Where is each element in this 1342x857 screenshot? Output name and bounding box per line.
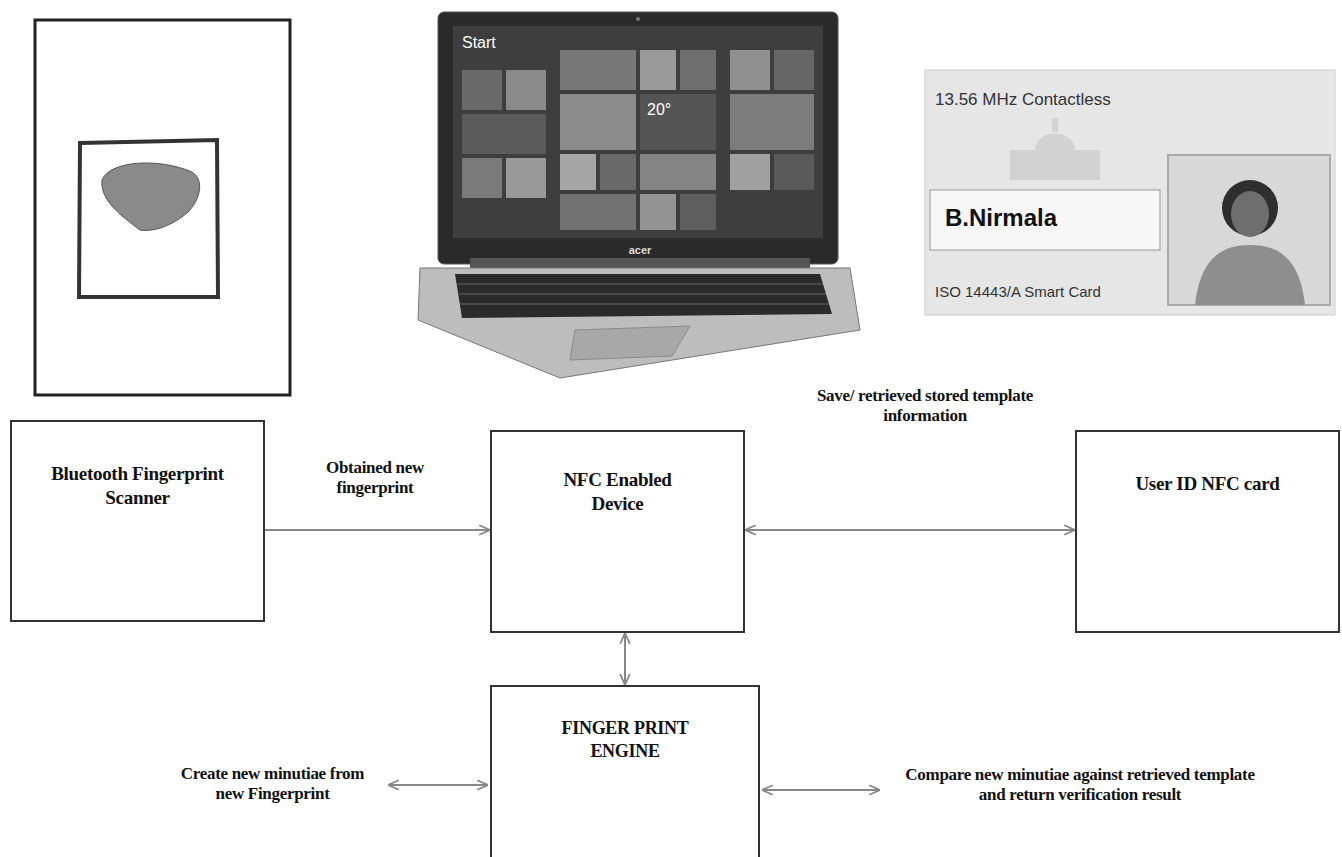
flow-arrow [745,529,1075,531]
laptop-lid [438,12,838,264]
screen-tile [640,194,676,230]
laptop-base [418,268,860,378]
engine-box: FINGER PRINT ENGINE [490,685,760,857]
card-box: User ID NFC card [1075,430,1340,633]
name-field [930,190,1160,250]
scanner-pad [79,140,218,297]
scanner-frame [35,20,290,395]
id-photo [1168,155,1330,305]
screen-tile [560,154,596,190]
key-row [457,284,823,285]
node-label: Bluetooth Fingerprint Scanner [28,462,248,510]
laptop-keyboard [455,274,832,318]
screen-text: 20° [647,100,707,119]
device-box: NFC Enabled Device [490,430,745,633]
screen-tile [640,154,716,190]
screen-tile [560,50,636,90]
capitol-watermark [1010,134,1100,181]
screen-text: Start [462,33,542,52]
screen-tile [640,94,716,150]
photo-body [1195,245,1305,305]
node-label: FINGER PRINT ENGINE [540,717,710,762]
card-text: ISO 14443/A Smart Card [935,283,1160,301]
screen-tile [462,70,502,110]
screen-tile [730,94,814,150]
node-label: NFC Enabled Device [543,468,693,516]
flow-arrow [265,529,490,531]
laptop-camera [636,17,640,21]
flow-arrow [624,633,626,685]
edge-label: Obtained new fingerprint [300,458,450,499]
capitol-watermark [1052,118,1058,132]
brand-logo: acer [620,244,660,257]
card-text: 13.56 MHz Contactless [935,90,1195,110]
photo-hair [1222,180,1278,236]
screen-tile [774,154,814,190]
screen-tile [774,50,814,90]
screen-tile [600,154,636,190]
screen-tile [680,50,716,90]
process-note: Compare new minutiae against retrieved t… [900,765,1260,806]
laptop-touchpad [570,326,690,360]
screen-tile [730,154,770,190]
side-arrow [762,789,880,791]
screen-tile [730,50,770,90]
key-row [460,304,829,305]
screen-tile [640,50,676,90]
laptop-hinge [470,258,810,268]
screen-tile [462,114,546,154]
laptop-screen [453,26,823,238]
side-arrow [388,784,488,786]
fingerprint-blob [102,163,200,231]
device-box: Bluetooth Fingerprint Scanner [10,420,265,622]
screen-tile [506,70,546,110]
id-card [925,70,1335,315]
process-note: Create new minutiae from new Fingerprint [180,764,365,805]
photo-face [1231,191,1269,237]
screen-tile [680,194,716,230]
card-name: B.Nirmala [945,204,1150,233]
screen-tile [462,158,502,198]
node-label: User ID NFC card [1135,472,1279,496]
screen-tile [506,158,546,198]
edge-label: Save/ retrieved stored template informat… [775,386,1075,427]
key-row [459,294,826,295]
screen-tile [560,94,636,150]
screen-tile [560,194,636,230]
